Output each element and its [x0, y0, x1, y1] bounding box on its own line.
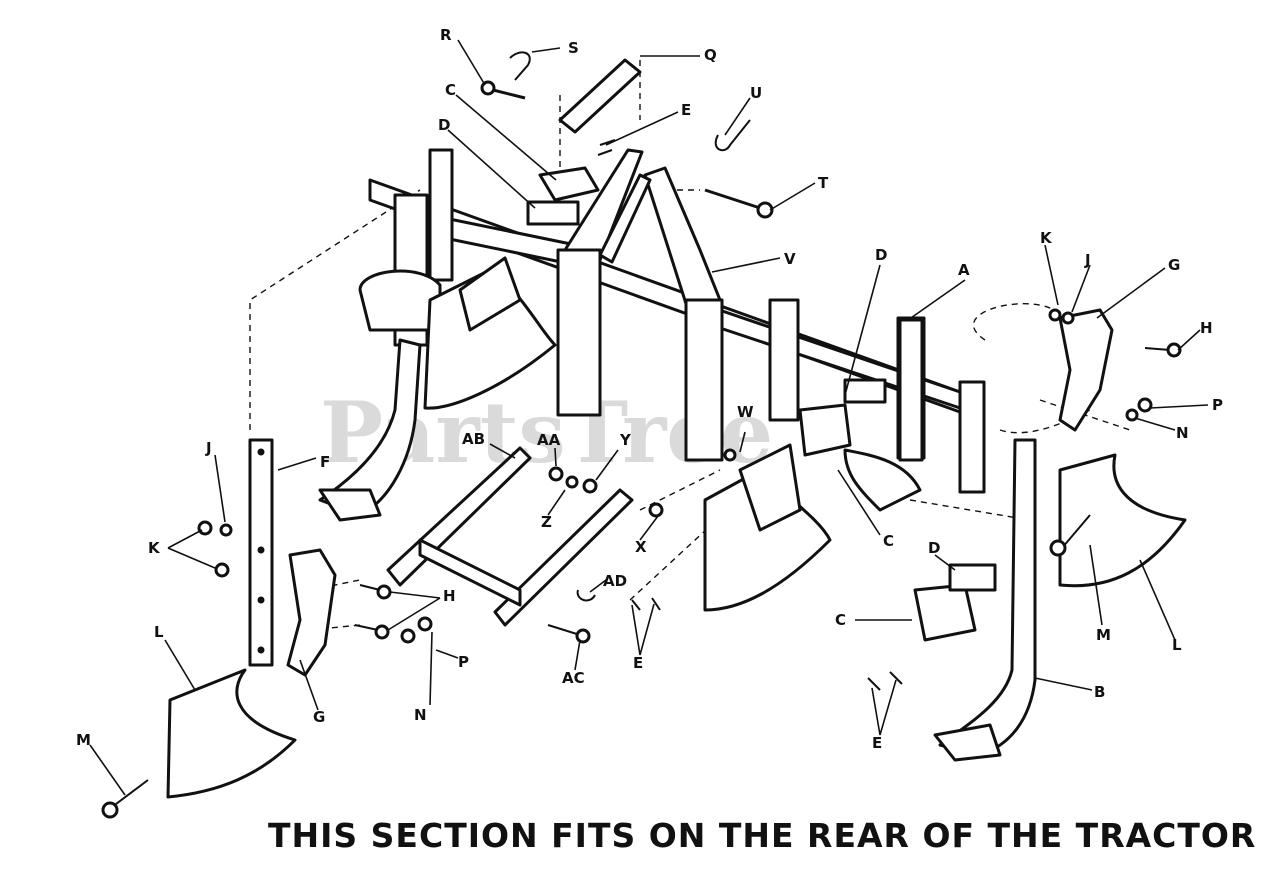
callout-A: A [958, 261, 970, 279]
callout-Z: Z [541, 513, 552, 531]
callout-H: H [1200, 319, 1213, 337]
callout-E: E [633, 654, 643, 672]
callout-R: R [440, 26, 452, 44]
part-F-bar [248, 438, 274, 667]
callout-S: S [568, 39, 579, 57]
callout-X: X [635, 538, 647, 556]
callout-E: E [681, 101, 691, 119]
callout-Q: Q [704, 46, 717, 64]
callout-labels: S R Q C E U D T V D A K J G H P N W AA Y… [76, 26, 1223, 752]
part-C-D-clamps [526, 166, 997, 642]
callout-K: K [148, 539, 161, 557]
callout-P: P [458, 653, 469, 671]
callout-M: M [76, 731, 91, 749]
pins-and-bolts [101, 58, 1182, 819]
callout-AB: AB [462, 430, 485, 448]
callout-G: G [1168, 256, 1180, 274]
callout-J: J [205, 439, 212, 457]
main-toolbar-frame [358, 148, 986, 494]
callout-D: D [928, 539, 940, 557]
callout-P: P [1212, 396, 1223, 414]
callout-N: N [1176, 424, 1189, 442]
callout-F: F [320, 453, 330, 471]
callout-U: U [750, 84, 762, 102]
part-G-brackets [286, 308, 1114, 677]
part-B-shank [933, 438, 1037, 762]
callout-T: T [818, 174, 829, 192]
callout-J: J [1084, 251, 1091, 269]
callout-L: L [154, 623, 164, 641]
frame-shovels [318, 256, 832, 612]
callout-V: V [784, 250, 796, 268]
callout-D: D [875, 246, 887, 264]
callout-D: D [438, 116, 450, 134]
callout-E: E [872, 734, 882, 752]
callout-AD: AD [603, 572, 627, 590]
callout-C: C [835, 611, 846, 629]
diagram-caption: THIS SECTION FITS ON THE REAR OF THE TRA… [268, 816, 1257, 855]
callout-N: N [414, 706, 427, 724]
callout-K: K [1040, 229, 1053, 247]
callout-AA: AA [537, 431, 561, 449]
callout-H: H [443, 587, 456, 605]
callout-B: B [1094, 683, 1105, 701]
callout-AC: AC [562, 669, 585, 687]
callout-G: G [313, 708, 325, 726]
leader-lines [89, 39, 1209, 796]
part-AB-bar [386, 446, 634, 627]
callout-W: W [737, 403, 754, 421]
callout-C: C [445, 81, 456, 99]
part-A-upright [898, 318, 924, 462]
callout-Y: Y [619, 431, 632, 449]
callout-M: M [1096, 626, 1111, 644]
callout-C: C [883, 532, 894, 550]
small-hardware [197, 51, 1153, 691]
callout-L: L [1172, 636, 1182, 654]
